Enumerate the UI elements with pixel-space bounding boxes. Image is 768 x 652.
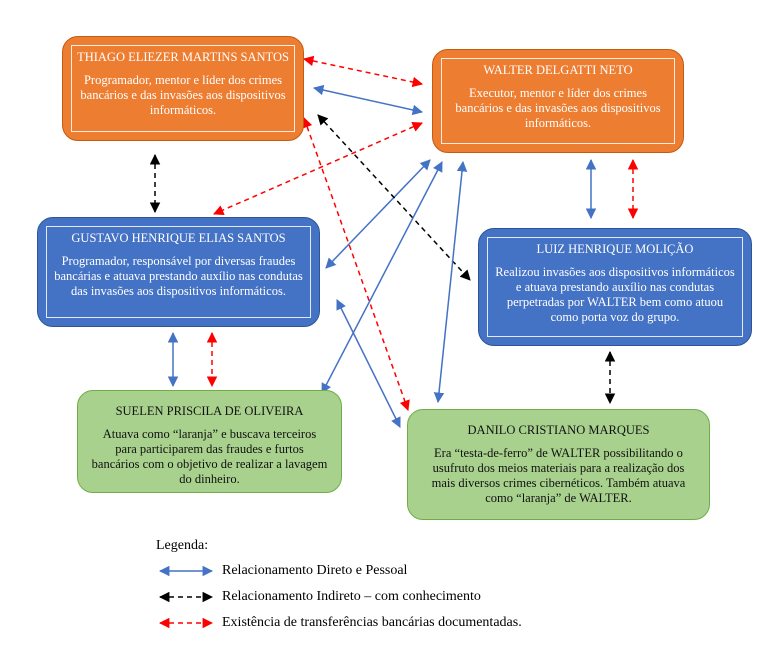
edge-direct-gustavo-danilo <box>336 299 401 428</box>
node-danilo: DANILO CRISTIANO MARQUES Era “testa-de-f… <box>407 409 710 520</box>
node-walter-name: WALTER DELGATTI NETO <box>483 63 633 77</box>
node-gustavo-name: GUSTAVO HENRIQUE ELIAS SANTOS <box>71 231 286 245</box>
node-danilo-name: DANILO CRISTIANO MARQUES <box>467 423 650 437</box>
node-luiz-desc: Realizou invasões aos dispositivos infor… <box>495 265 735 324</box>
node-suelen: SUELEN PRISCILA DE OLIVEIRA Atuava como … <box>77 390 342 493</box>
legend-transfers-arrow-icon <box>158 617 214 629</box>
edge-direct-walter-suelen <box>321 161 443 394</box>
legend-title: Legenda: <box>156 538 209 553</box>
node-gustavo-desc: Programador, responsável por diversas fr… <box>54 254 303 298</box>
legend-direct-arrow-icon <box>158 565 214 577</box>
edge-direct-walter-danilo <box>433 160 468 404</box>
legend-direct-label: Relacionamento Direto e Pessoal <box>222 563 408 578</box>
legend-item-indirect: Relacionamento Indireto – com conhecimen… <box>156 587 576 607</box>
node-danilo-desc: Era “testa-de-ferro” de WALTER possibili… <box>431 446 686 505</box>
node-thiago-desc: Programador, mentor e líder dos crimes b… <box>80 73 286 117</box>
node-suelen-desc: Atuava como “laranja” e buscava terceiro… <box>91 427 328 486</box>
node-luiz: LUIZ HENRIQUE MOLIÇÃO Realizou invasões … <box>478 228 752 346</box>
node-thiago-name: THIAGO ELIEZER MARTINS SANTOS <box>77 50 289 64</box>
node-thiago: THIAGO ELIEZER MARTINS SANTOS Programado… <box>62 36 304 141</box>
node-walter: WALTER DELGATTI NETO Executor, mentor e … <box>432 49 684 153</box>
edge-transfers-thiago-walter <box>302 55 424 88</box>
node-luiz-name: LUIZ HENRIQUE MOLIÇÃO <box>536 242 694 256</box>
node-walter-desc: Executor, mentor e líder dos crimes banc… <box>455 86 661 130</box>
legend-item-direct: Relacionamento Direto e Pessoal <box>156 561 576 581</box>
node-suelen-name: SUELEN PRISCILA DE OLIVEIRA <box>115 404 304 418</box>
legend-item-transfers: Existência de transferências bancárias d… <box>156 613 576 633</box>
legend-indirect-label: Relacionamento Indireto – com conhecimen… <box>222 589 481 604</box>
legend-indirect-arrow-icon <box>158 591 214 603</box>
edge-direct-thiago-walter <box>312 84 424 116</box>
node-gustavo: GUSTAVO HENRIQUE ELIAS SANTOS Programado… <box>37 217 320 327</box>
legend-transfers-label: Existência de transferências bancárias d… <box>222 615 522 630</box>
